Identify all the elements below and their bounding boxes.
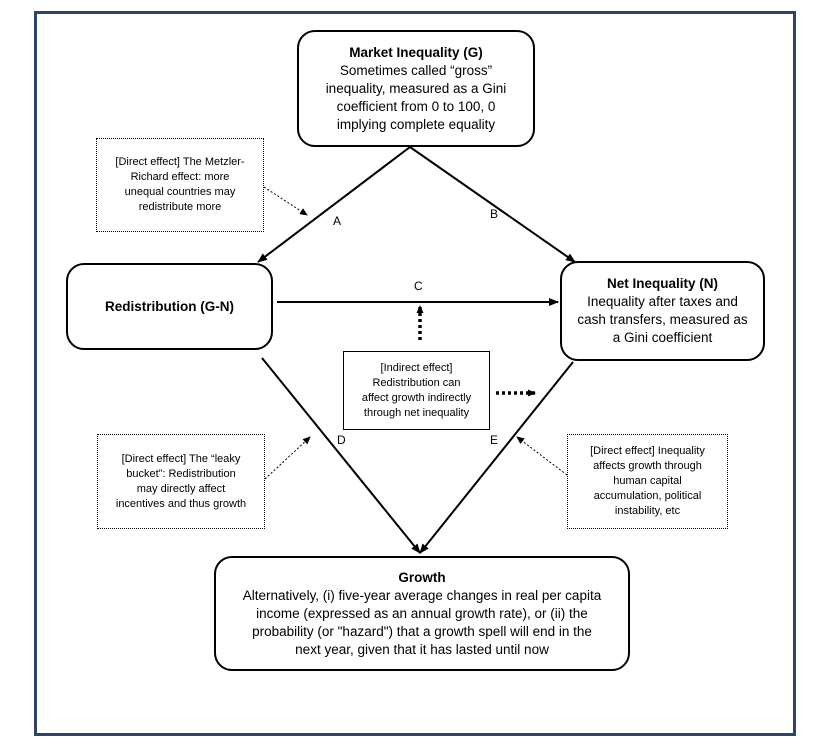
note-human-line: human capital xyxy=(613,475,682,487)
node-market-line: Sometimes called “gross” xyxy=(339,62,493,78)
note-indirect-line: affect growth indirectly xyxy=(361,391,472,404)
note-human-capital: [Direct effect] Inequality affects growt… xyxy=(567,434,728,529)
diagram-frame xyxy=(34,11,796,736)
note-leaky-bucket: [Direct effect] The “leaky bucket”: Redi… xyxy=(97,434,265,529)
note-leaky-line: bucket”: Redistribution xyxy=(126,467,236,480)
node-net-line: cash transfers, measured as xyxy=(577,312,748,327)
arrow-a xyxy=(257,146,411,263)
note-indirect-line: [Indirect effect] xyxy=(380,361,453,374)
note-metzler-line: redistribute more xyxy=(138,201,222,213)
note-leaky-line: [Direct effect] The “leaky xyxy=(121,452,241,465)
node-redistribution: Redistribution (G-N) xyxy=(66,263,273,350)
note-metzler-line: Richard effect: more xyxy=(130,171,230,183)
node-net-line: a Gini coefficient xyxy=(612,330,713,345)
node-growth-line: Alternatively, (i) five-year average cha… xyxy=(242,587,602,603)
node-growth-line: next year, given that it has lasted unti… xyxy=(295,641,549,657)
note-human-line: instability, etc xyxy=(614,505,681,517)
node-net-title: Net Inequality (N) xyxy=(606,276,718,291)
note-metzler-richard: [Direct effect] The Metzler- Richard eff… xyxy=(96,138,264,232)
note-indirect-effect: [Indirect effect] Redistribution can aff… xyxy=(343,351,490,430)
arrow-d xyxy=(261,357,421,554)
node-market-line: inequality, measured as a Gini xyxy=(325,80,507,96)
note-indirect-line: Redistribution can xyxy=(372,376,461,389)
node-market-title: Market Inequality (G) xyxy=(349,44,483,60)
pointer-metzler xyxy=(263,186,308,216)
edge-label-a: A xyxy=(333,214,342,228)
note-indirect-line: through net inequality xyxy=(363,406,470,419)
note-metzler-line: unequal countries may xyxy=(124,186,236,198)
note-human-line: [Direct effect] Inequality xyxy=(590,445,705,457)
node-growth-line: income (expressed as an annual growth ra… xyxy=(256,605,588,621)
node-growth-title: Growth xyxy=(398,569,446,585)
note-leaky-line: incentives and thus growth xyxy=(115,497,247,510)
pointer-leaky xyxy=(264,436,311,480)
node-growth-line: probability (or "hazard") that a growth … xyxy=(252,623,592,639)
node-market-inequality: Market Inequality (G) Sometimes called “… xyxy=(297,30,535,147)
note-leaky-line: may directly affect xyxy=(136,482,226,495)
node-net-line: Inequality after taxes and xyxy=(587,294,738,309)
arrow-b xyxy=(409,146,576,263)
arrow-e xyxy=(419,361,574,554)
node-redistribution-title: Redistribution (G-N) xyxy=(105,298,234,314)
edge-label-e: E xyxy=(490,433,499,447)
edge-label-d: D xyxy=(337,433,346,447)
note-human-line: affects growth through xyxy=(593,460,702,472)
node-net-inequality: Net Inequality (N) Inequality after taxe… xyxy=(560,261,765,361)
edge-label-b: B xyxy=(490,207,499,221)
note-human-line: accumulation, political xyxy=(593,490,702,502)
node-market-line: implying complete equality xyxy=(336,116,496,132)
node-growth: Growth Alternatively, (i) five-year aver… xyxy=(214,556,630,671)
node-market-line: coefficient from 0 to 100, 0 xyxy=(336,98,496,114)
pointer-human xyxy=(516,436,568,476)
edge-label-c: C xyxy=(414,279,423,293)
note-metzler-line: [Direct effect] The Metzler- xyxy=(115,156,245,168)
